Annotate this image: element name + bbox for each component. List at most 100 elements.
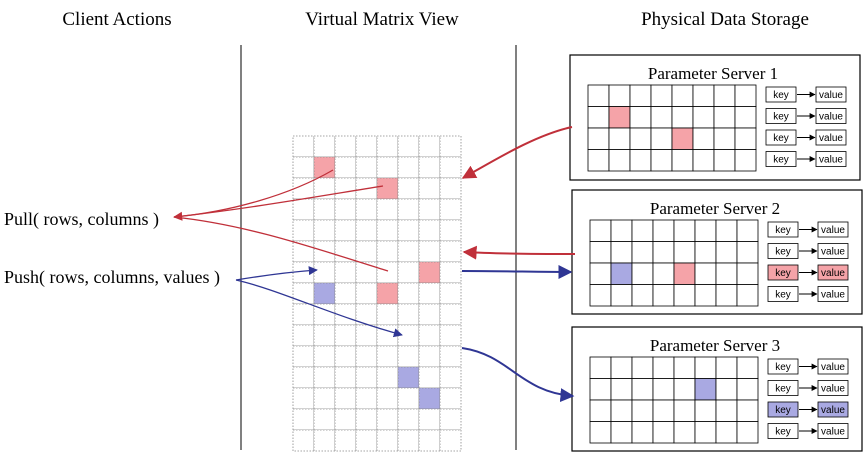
- value-box: [817, 243, 849, 259]
- ps2-to-matrix-arrow: [462, 245, 576, 260]
- server-cell: [610, 399, 633, 422]
- push-arrows: [235, 266, 403, 338]
- matrix-cell: [439, 387, 462, 410]
- server-cell: [713, 84, 736, 107]
- key-box: [767, 380, 799, 396]
- matrix-cell-pulled: [376, 177, 399, 200]
- key-label: key: [775, 268, 791, 279]
- value-box: [817, 286, 849, 302]
- server-cell: [629, 106, 652, 129]
- matrix-cell: [418, 282, 441, 305]
- server-cell: [631, 219, 654, 242]
- server-cell: [715, 219, 738, 242]
- matrix-to-ps3-arrow: [461, 347, 575, 403]
- server-cell: [631, 284, 654, 307]
- server-cell: [715, 399, 738, 422]
- value-box: [817, 264, 849, 281]
- server-cell: [650, 149, 673, 172]
- server-cell: [692, 149, 715, 172]
- server-push-arrows: [461, 264, 575, 403]
- value-label: value: [821, 405, 845, 416]
- matrix-cell: [418, 429, 441, 452]
- pull-arrows: [173, 169, 389, 272]
- matrix-cell: [334, 408, 357, 431]
- server-cell: [589, 262, 612, 285]
- server-cell: [631, 262, 654, 285]
- matrix-cell: [397, 156, 420, 179]
- matrix-cell: [376, 387, 399, 410]
- server-cell: [652, 378, 675, 401]
- server-cell: [587, 149, 610, 172]
- pull-arrow-cell-3: [173, 216, 389, 272]
- key-box: [767, 286, 799, 302]
- matrix-cell: [376, 303, 399, 326]
- key-box: [767, 358, 799, 375]
- matrix-cell: [313, 219, 336, 242]
- value-label: value: [819, 133, 843, 144]
- matrix-cell: [355, 282, 378, 305]
- server-cell: [652, 241, 675, 264]
- server-cell: [692, 106, 715, 129]
- server-cell: [734, 127, 757, 150]
- matrix-cell: [334, 429, 357, 452]
- matrix-cell: [292, 366, 315, 389]
- server-cell: [736, 378, 759, 401]
- matrix-cell: [418, 135, 441, 158]
- server-cell: [589, 241, 612, 264]
- key-label: key: [775, 225, 791, 236]
- virtual-matrix-grid: [292, 135, 462, 452]
- matrix-cell-pushed: [313, 282, 336, 305]
- server-cell: [610, 356, 633, 379]
- server-cell: [629, 149, 652, 172]
- matrix-cell: [334, 177, 357, 200]
- server-cell: [610, 284, 633, 307]
- matrix-cell: [439, 261, 462, 284]
- key-label: key: [775, 290, 791, 301]
- matrix-cell: [397, 219, 420, 242]
- server-cell: [631, 421, 654, 444]
- matrix-cell: [439, 303, 462, 326]
- matrix-cell: [334, 219, 357, 242]
- matrix-cell: [313, 366, 336, 389]
- value-label: value: [821, 362, 845, 373]
- server-title: Parameter Server 3: [650, 336, 780, 355]
- matrix-cell-pulled: [376, 282, 399, 305]
- server-cell: [671, 84, 694, 107]
- matrix-cell: [397, 303, 420, 326]
- key-box: [767, 221, 799, 238]
- server-cell: [715, 284, 738, 307]
- push-action-label: Push( rows, columns, values ): [4, 267, 220, 288]
- server-cell: [650, 127, 673, 150]
- value-box: [817, 358, 849, 375]
- key-box: [765, 108, 797, 124]
- server-cell: [650, 84, 673, 107]
- matrix-cell: [334, 135, 357, 158]
- server-cell: [694, 284, 717, 307]
- matrix-cell: [355, 429, 378, 452]
- matrix-cell: [376, 429, 399, 452]
- matrix-cell: [334, 198, 357, 221]
- matrix-cell: [292, 282, 315, 305]
- server-cell: [734, 106, 757, 129]
- matrix-cell: [376, 261, 399, 284]
- value-label: value: [821, 290, 845, 301]
- matrix-cell: [313, 345, 336, 368]
- matrix-cell-pulled: [418, 261, 441, 284]
- server-cell: [673, 378, 696, 401]
- server-cell: [652, 356, 675, 379]
- matrix-cell: [397, 324, 420, 347]
- ps1-to-matrix-arrow: [461, 126, 573, 179]
- value-box: [815, 86, 847, 103]
- server-cell: [713, 149, 736, 172]
- matrix-cell: [376, 366, 399, 389]
- server-cell: [736, 241, 759, 264]
- matrix-cell: [439, 198, 462, 221]
